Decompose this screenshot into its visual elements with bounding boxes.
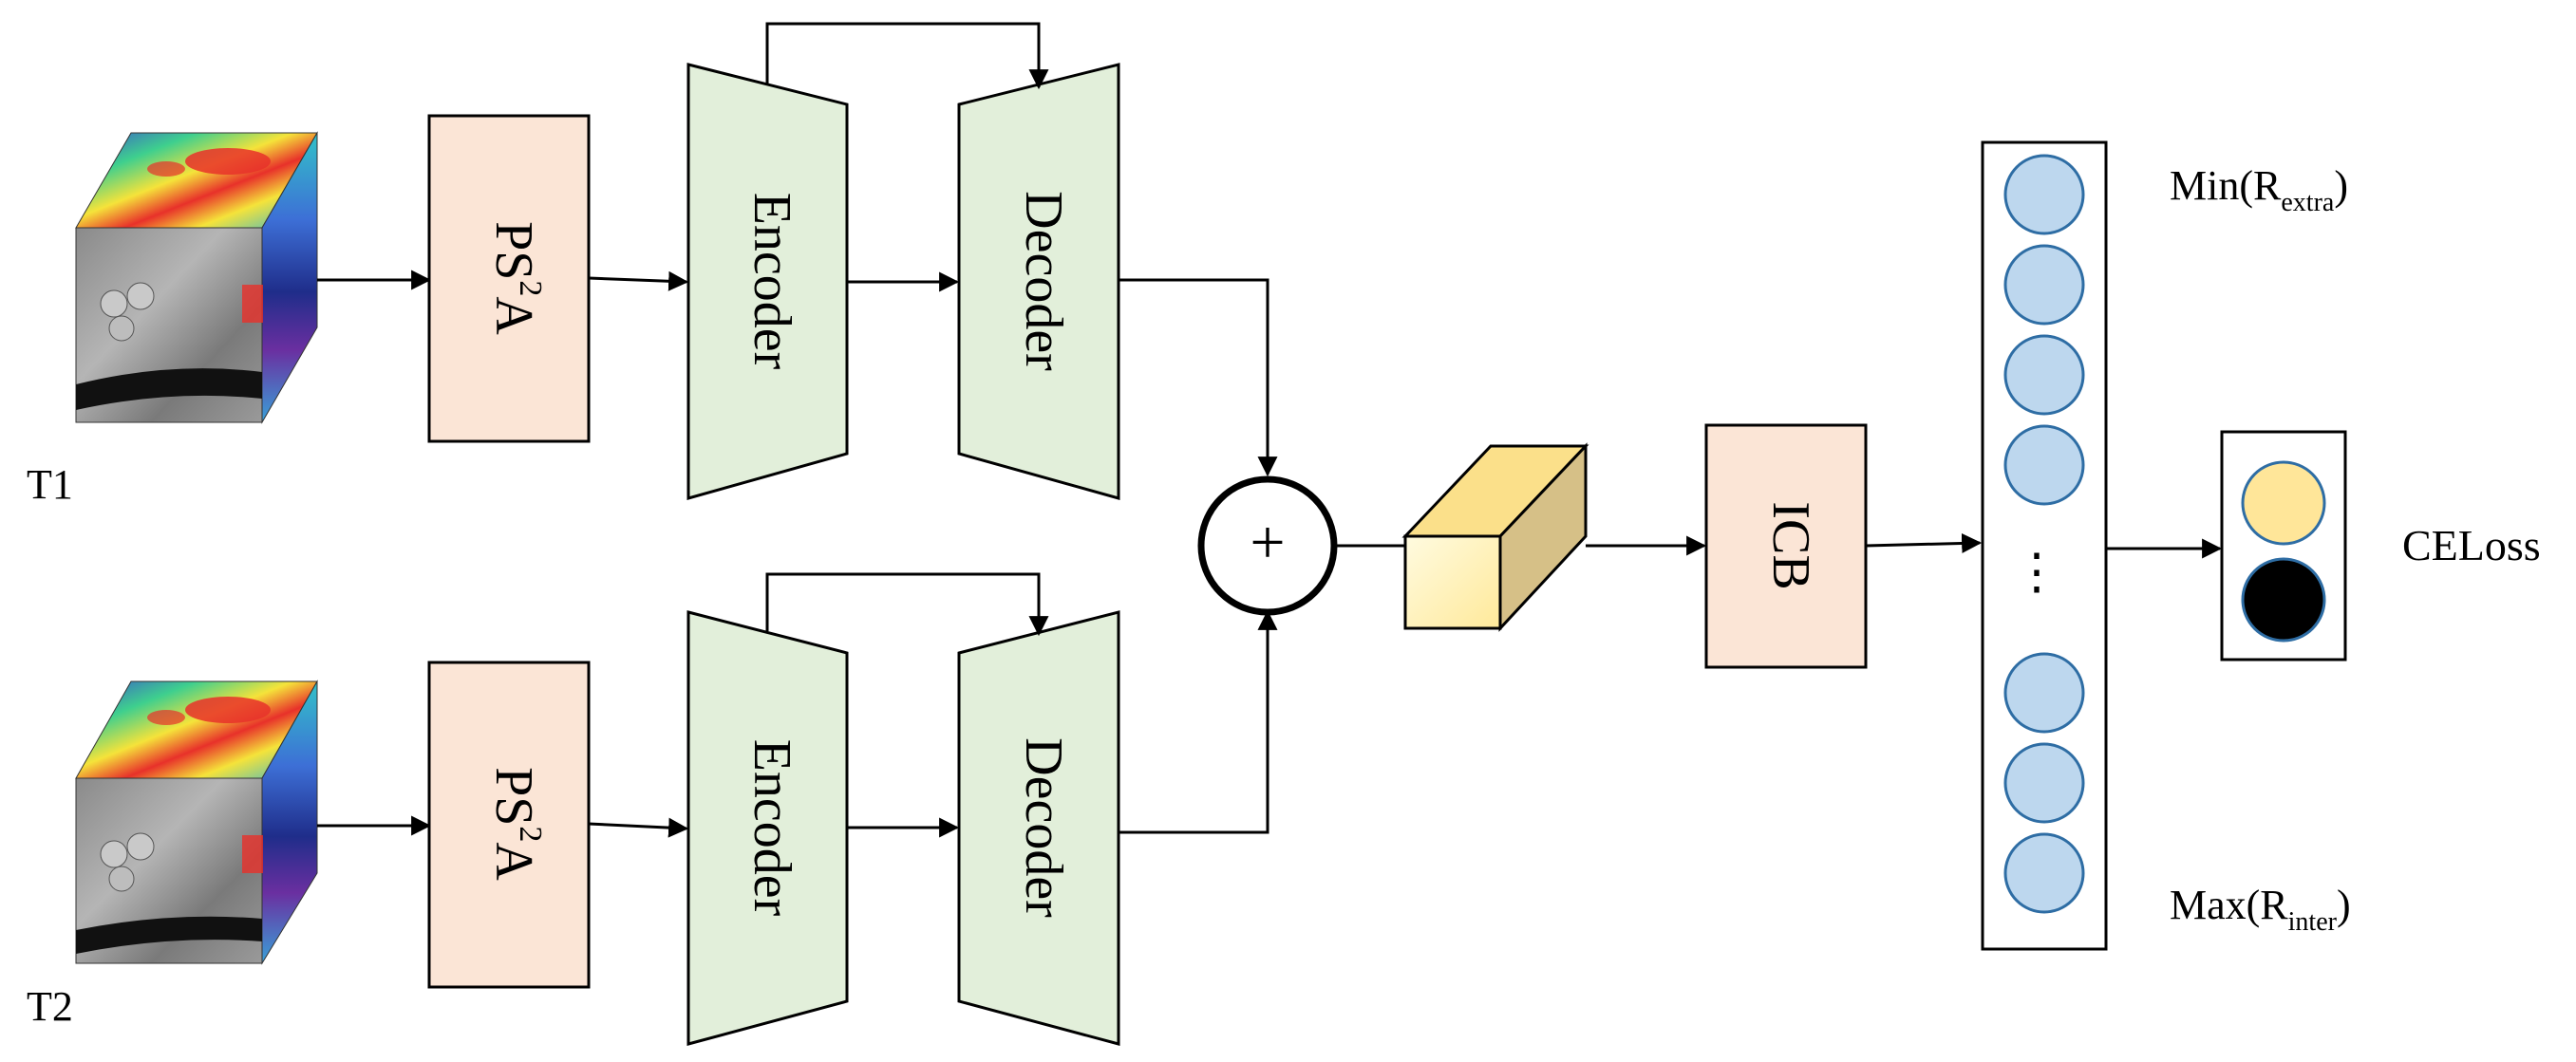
input-label-t1: T1: [27, 461, 73, 508]
embedding-node: [2003, 334, 2085, 416]
embedding-node: [2003, 424, 2085, 506]
skip-connection-bottom: [765, 572, 1049, 637]
encoder-block-top: [686, 63, 849, 500]
input-cube-t2: [75, 680, 318, 965]
decoder-label-bottom: Decoder: [1014, 737, 1073, 918]
ps2a-block-bottom: [427, 661, 591, 989]
embedding-node: [2003, 742, 2085, 824]
embedding-node: [2003, 244, 2085, 326]
decoder-block-top: [957, 63, 1120, 500]
celoss-label: CELoss: [2402, 521, 2541, 569]
max-r-inter-label: Max(Rinter): [2170, 882, 2351, 937]
ps2a-label-bottom: PS2A: [484, 767, 548, 881]
embedding-node: [2003, 154, 2085, 235]
ps2a-block-top: [427, 114, 591, 443]
icb-block: [1704, 423, 1868, 669]
input-label-t2: T2: [27, 983, 73, 1030]
arrow-ps2a-to-encoder-bottom: [588, 817, 689, 838]
embedding-ellipsis: ⋮: [2012, 546, 2061, 600]
decoder-block-bottom: [957, 610, 1120, 1046]
embedding-nodes: [2003, 154, 2085, 914]
icb-label: ICB: [1761, 501, 1820, 589]
arrow-ps2a-to-encoder-top: [588, 270, 689, 291]
decoder-label-top: Decoder: [1014, 191, 1073, 371]
fusion-plus-symbol: +: [1250, 508, 1285, 577]
encoder-label-top: Encoder: [743, 193, 801, 370]
arrow-icb-to-embedding: [1865, 532, 1983, 553]
encoder-block-bottom: [686, 610, 849, 1046]
arrow-decoder-to-fusion-bottom: [1119, 609, 1278, 834]
min-r-extra-label: Min(Rextra): [2170, 162, 2348, 217]
arrow-decoder-to-fusion-top: [1119, 278, 1278, 477]
fused-feature-block: [1401, 442, 1589, 632]
class-node-changed: [2241, 460, 2326, 546]
class-node-unchanged: [2241, 557, 2326, 643]
embedding-node: [2003, 652, 2085, 734]
encoder-label-bottom: Encoder: [743, 739, 801, 917]
embedding-node: [2003, 832, 2085, 914]
input-cube-t1: [75, 131, 318, 424]
ps2a-label-top: PS2A: [484, 221, 548, 335]
skip-connection-top: [765, 22, 1049, 90]
